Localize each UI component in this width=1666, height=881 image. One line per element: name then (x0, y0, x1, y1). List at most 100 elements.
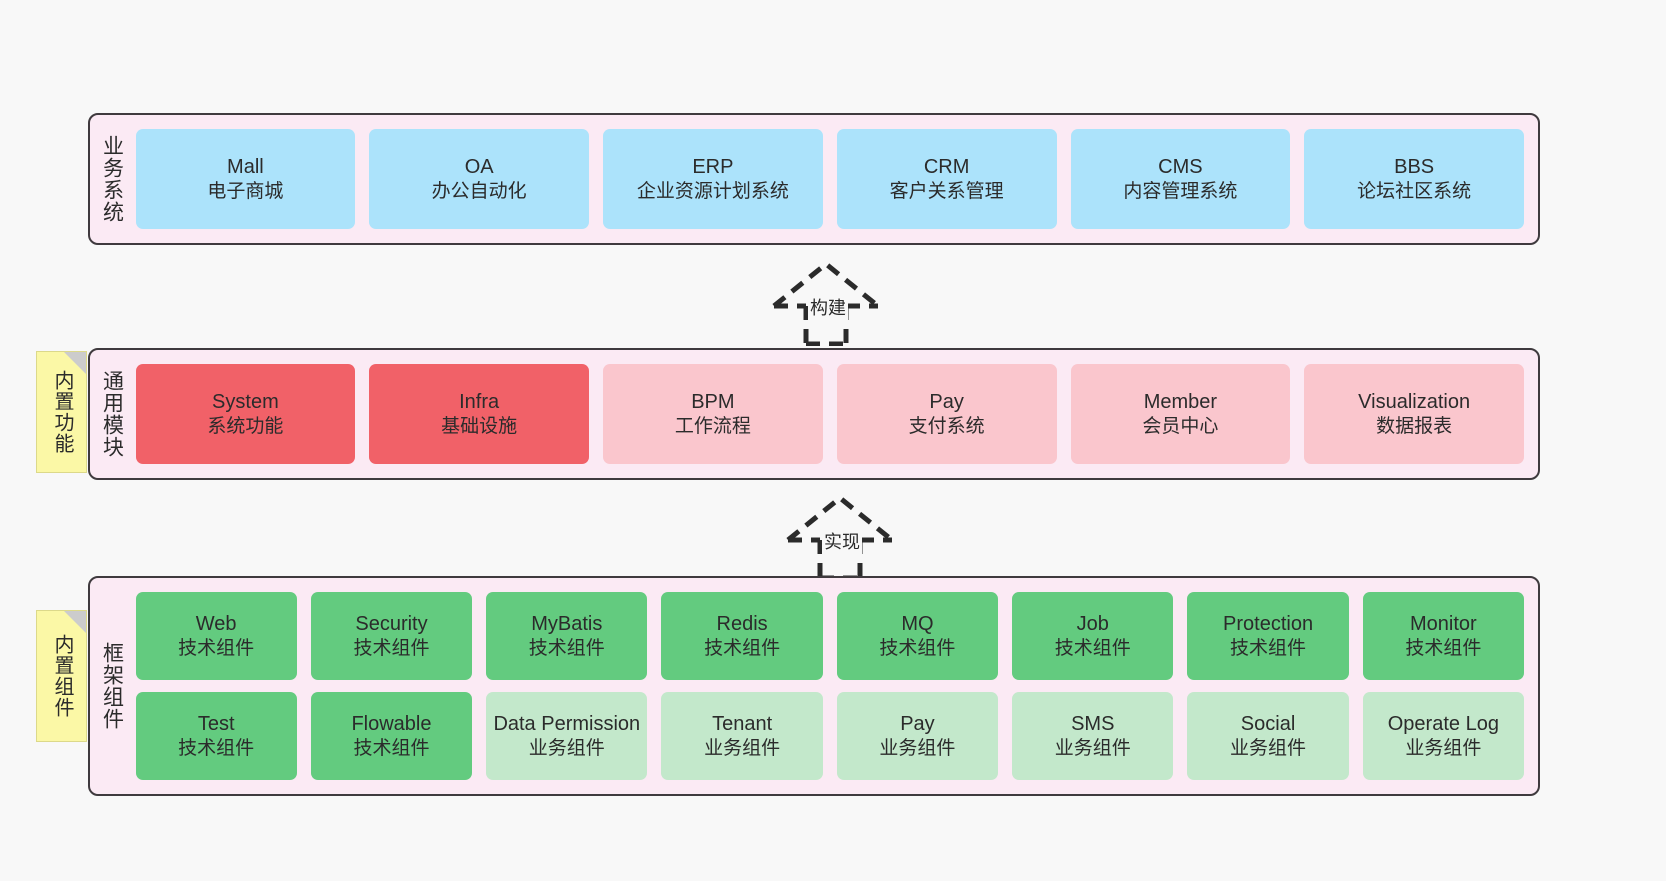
card-social-subtitle: 业务组件 (1230, 737, 1307, 759)
card-visualization-title: Visualization (1358, 390, 1471, 413)
framework-row-technical: Web 技术组件 Security 技术组件 MyBatis 技术组件 Redi… (135, 592, 1525, 680)
layer-common-modules-label: 通用模块 (100, 370, 124, 458)
card-security-title: Security (355, 612, 428, 635)
card-cms-title: CMS (1158, 155, 1203, 178)
card-test[interactable]: Test 技术组件 (135, 692, 297, 780)
card-monitor[interactable]: Monitor 技术组件 (1362, 592, 1525, 680)
card-pay-component-subtitle: 业务组件 (879, 737, 956, 759)
card-erp[interactable]: ERP 企业资源计划系统 (603, 129, 823, 229)
card-mall-subtitle: 电子商城 (207, 180, 284, 202)
card-social-title: Social (1240, 712, 1296, 735)
card-system-subtitle: 系统功能 (207, 415, 284, 437)
card-infra-subtitle: 基础设施 (441, 415, 518, 437)
card-web-title: Web (195, 612, 237, 635)
card-crm[interactable]: CRM 客户关系管理 (836, 129, 1057, 229)
card-member-subtitle: 会员中心 (1142, 415, 1219, 437)
card-pay-module[interactable]: Pay 支付系统 (836, 364, 1057, 464)
card-flowable-subtitle: 技术组件 (353, 737, 430, 759)
card-oa-title: OA (464, 155, 494, 178)
card-infra-title: Infra (459, 390, 500, 413)
card-erp-subtitle: 企业资源计划系统 (636, 180, 789, 202)
card-social[interactable]: Social 业务组件 (1187, 692, 1349, 780)
card-protection-subtitle: 技术组件 (1230, 637, 1307, 659)
layer-framework-components: 框架组件 Web 技术组件 Security 技术组件 MyBatis 技术组件… (88, 576, 1540, 796)
card-oa[interactable]: OA 办公自动化 (369, 129, 590, 229)
card-system-title: System (212, 390, 279, 413)
card-mybatis-subtitle: 技术组件 (528, 637, 605, 659)
card-bpm-title: BPM (691, 390, 735, 413)
card-mall-title: Mall (227, 155, 264, 178)
card-pay-module-subtitle: 支付系统 (908, 415, 985, 437)
card-member[interactable]: Member 会员中心 (1070, 364, 1291, 464)
card-bpm[interactable]: BPM 工作流程 (603, 364, 823, 464)
card-oa-subtitle: 办公自动化 (431, 180, 527, 202)
framework-row-business: Test 技术组件 Flowable 技术组件 Data Permission … (135, 692, 1525, 780)
card-tenant[interactable]: Tenant 业务组件 (661, 692, 823, 780)
card-monitor-title: Monitor (1410, 612, 1477, 635)
sticky-note-builtin-components: 内置组件 (36, 610, 87, 742)
card-tenant-title: Tenant (712, 712, 773, 735)
layer-business-systems-label: 业务系统 (100, 135, 124, 223)
card-operate-log[interactable]: Operate Log 业务组件 (1362, 692, 1525, 780)
card-redis-title: Redis (716, 612, 768, 635)
card-mall[interactable]: Mall 电子商城 (135, 129, 356, 229)
card-visualization-subtitle: 数据报表 (1376, 415, 1453, 437)
layer-common-modules: 通用模块 System 系统功能 Infra 基础设施 BPM 工作流程 Pay… (88, 348, 1540, 480)
card-tenant-subtitle: 业务组件 (704, 737, 781, 759)
card-redis[interactable]: Redis 技术组件 (661, 592, 823, 680)
card-sms[interactable]: SMS 业务组件 (1012, 692, 1174, 780)
card-data-permission-subtitle: 业务组件 (528, 737, 605, 759)
card-protection-title: Protection (1223, 612, 1314, 635)
card-flowable[interactable]: Flowable 技术组件 (310, 692, 473, 780)
connector-implement-label: 实现 (822, 528, 862, 554)
common-modules-card-list: System 系统功能 Infra 基础设施 BPM 工作流程 Pay 支付系统… (132, 350, 1538, 478)
layer-business-systems: 业务系统 Mall 电子商城 OA 办公自动化 ERP 企业资源计划系统 CRM… (88, 113, 1540, 245)
card-bpm-subtitle: 工作流程 (674, 415, 751, 437)
card-redis-subtitle: 技术组件 (704, 637, 781, 659)
card-mq-subtitle: 技术组件 (879, 637, 956, 659)
card-mq-title: MQ (901, 612, 934, 635)
card-job-title: Job (1076, 612, 1109, 635)
card-cms[interactable]: CMS 内容管理系统 (1070, 129, 1291, 229)
card-test-subtitle: 技术组件 (178, 737, 255, 759)
card-bbs-subtitle: 论坛社区系统 (1357, 180, 1472, 202)
card-job-subtitle: 技术组件 (1054, 637, 1131, 659)
card-web[interactable]: Web 技术组件 (135, 592, 297, 680)
card-operate-log-title: Operate Log (1387, 712, 1499, 735)
card-security[interactable]: Security 技术组件 (310, 592, 473, 680)
connector-build-label: 构建 (808, 294, 848, 320)
card-pay-component[interactable]: Pay 业务组件 (836, 692, 999, 780)
card-pay-component-title: Pay (900, 712, 935, 735)
card-infra[interactable]: Infra 基础设施 (369, 364, 590, 464)
sticky-note-builtin-features: 内置功能 (36, 351, 87, 473)
card-job[interactable]: Job 技术组件 (1012, 592, 1174, 680)
card-pay-module-title: Pay (929, 390, 964, 413)
card-web-subtitle: 技术组件 (178, 637, 255, 659)
card-sms-title: SMS (1071, 712, 1115, 735)
card-bbs-title: BBS (1394, 155, 1435, 178)
sticky-note-builtin-features-text: 内置功能 (51, 370, 73, 454)
framework-components-card-list: Web 技术组件 Security 技术组件 MyBatis 技术组件 Redi… (132, 578, 1538, 794)
card-crm-title: CRM (923, 155, 970, 178)
card-mq[interactable]: MQ 技术组件 (836, 592, 999, 680)
card-crm-subtitle: 客户关系管理 (889, 180, 1004, 202)
card-operate-log-subtitle: 业务组件 (1405, 737, 1482, 759)
card-erp-title: ERP (692, 155, 734, 178)
sticky-fold-icon (64, 611, 86, 633)
card-cms-subtitle: 内容管理系统 (1123, 180, 1238, 202)
card-member-title: Member (1143, 390, 1218, 413)
sticky-note-builtin-components-text: 内置组件 (51, 634, 73, 718)
card-system[interactable]: System 系统功能 (135, 364, 356, 464)
card-visualization[interactable]: Visualization 数据报表 (1304, 364, 1525, 464)
card-mybatis[interactable]: MyBatis 技术组件 (486, 592, 648, 680)
card-sms-subtitle: 业务组件 (1054, 737, 1131, 759)
layer-framework-components-label: 框架组件 (100, 642, 124, 730)
card-security-subtitle: 技术组件 (353, 637, 430, 659)
card-bbs[interactable]: BBS 论坛社区系统 (1304, 129, 1525, 229)
business-systems-card-list: Mall 电子商城 OA 办公自动化 ERP 企业资源计划系统 CRM 客户关系… (132, 115, 1538, 243)
sticky-fold-icon (64, 352, 86, 374)
card-protection[interactable]: Protection 技术组件 (1187, 592, 1349, 680)
card-data-permission[interactable]: Data Permission 业务组件 (486, 692, 648, 780)
card-mybatis-title: MyBatis (531, 612, 603, 635)
